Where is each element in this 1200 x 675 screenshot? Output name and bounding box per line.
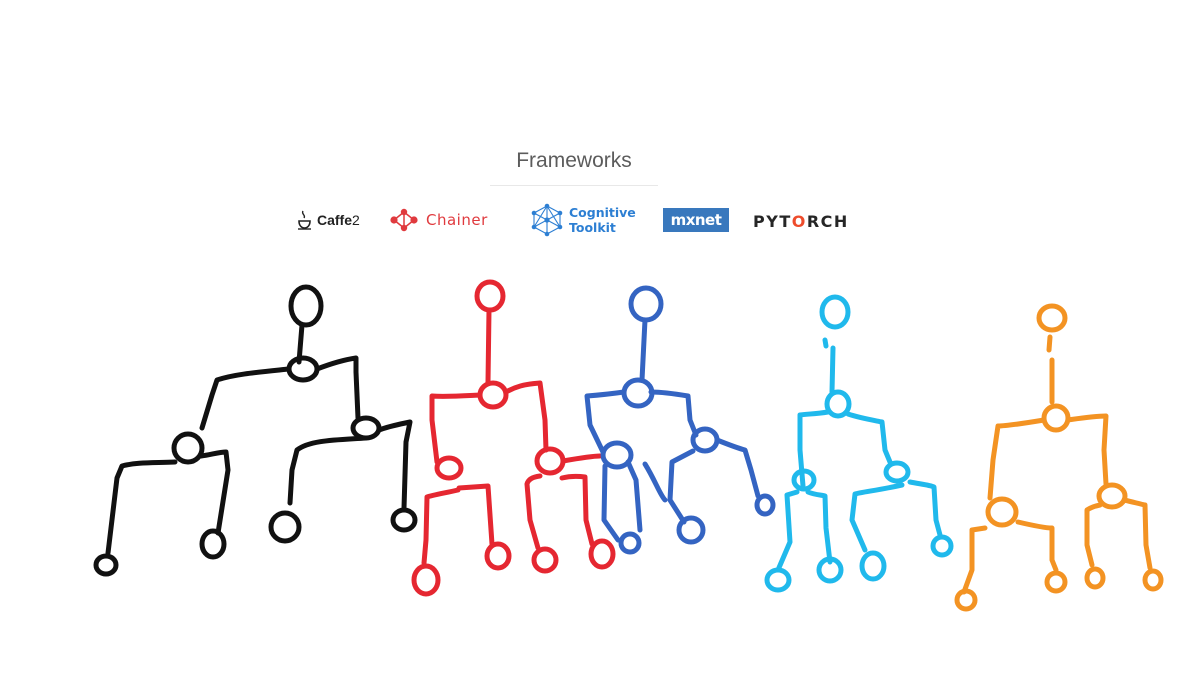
caffe2-wordmark: Caffe2	[317, 212, 360, 228]
mxnet-logo: mxnet	[663, 208, 729, 232]
tree-cyan	[764, 294, 954, 593]
caffe2-word: Caffe	[317, 212, 353, 228]
tree-blue	[584, 285, 776, 555]
pytorch-flame-o: O	[791, 212, 807, 231]
chainer-network-icon	[390, 208, 418, 232]
chainer-wordmark: Chainer	[426, 211, 488, 229]
cntk-line2: Toolkit	[569, 220, 616, 235]
caffe2-logo: Caffe2	[298, 210, 360, 230]
chainer-logo: Chainer	[389, 208, 488, 232]
frameworks-heading: Frameworks	[516, 149, 632, 172]
tree-red	[411, 279, 616, 597]
pytorch-logo: PYTORCH	[753, 212, 849, 231]
tree-black	[93, 284, 418, 577]
mxnet-wordmark: mxnet	[670, 211, 722, 229]
cntk-network-icon	[531, 203, 563, 237]
cntk-line1: Cognitive	[569, 205, 636, 220]
pytorch-wordmark: PYTORCH	[753, 212, 849, 231]
pytorch-post: RCH	[806, 212, 849, 231]
heading-divider	[490, 185, 658, 186]
caffe2-number: 2	[352, 212, 360, 228]
pytorch-pre: PYT	[753, 212, 792, 231]
tree-orange	[954, 303, 1164, 612]
coffee-cup-icon	[298, 210, 311, 230]
